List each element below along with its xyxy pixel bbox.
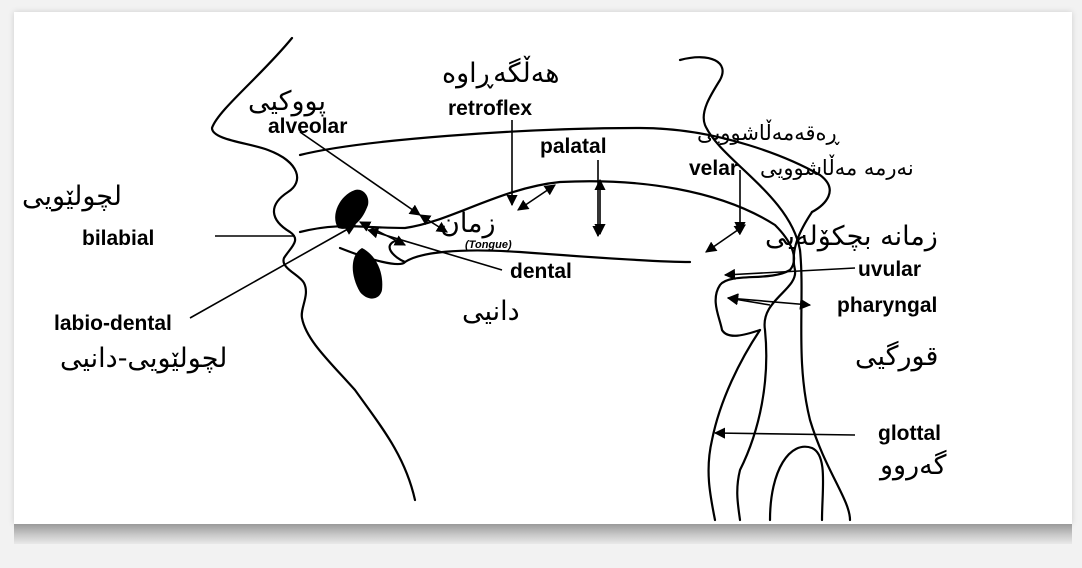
label-palatal: palatal	[540, 135, 607, 158]
ku-uvular: زمانە بچکۆلەیی	[765, 221, 938, 252]
label-retroflex: retroflex	[448, 97, 532, 120]
ku-dental: دانیی	[462, 296, 520, 327]
label-labio-dental: labio-dental	[54, 312, 172, 335]
ku-labio-dental: لچولێویی-دانیی	[60, 343, 227, 374]
pharyngal-range-arrow	[728, 298, 810, 305]
label-glottal: glottal	[878, 422, 941, 445]
ku-retroflex: هەڵگەڕاوە	[442, 56, 560, 89]
ku-velar: نەرمە مەڵاشوویی	[760, 154, 914, 180]
glottal-arrow	[715, 433, 855, 435]
ku-bilabial: لچولێویی	[22, 181, 122, 212]
label-velar: velar	[689, 157, 738, 180]
label-tongue: (Tongue)	[465, 239, 512, 251]
label-alveolar: alveolar	[268, 115, 347, 138]
larynx	[709, 330, 760, 520]
label-dental: dental	[510, 260, 572, 283]
ku-glottal: گەروو	[878, 449, 947, 481]
labio-dental-arrow	[190, 225, 355, 318]
dental-range-arrow	[360, 222, 405, 245]
ku-alveolar: پووکیی	[248, 86, 326, 117]
ku-tongue: زمان	[440, 208, 496, 239]
label-bilabial: bilabial	[82, 227, 154, 250]
glottis-curve	[770, 447, 823, 520]
ku-pharyngal: قورگیی	[855, 340, 938, 372]
label-uvular: uvular	[858, 258, 921, 281]
lower-lip	[353, 248, 383, 299]
velar-range-arrow	[706, 225, 745, 252]
label-pharyngal: pharyngal	[837, 294, 937, 317]
ku-palatal: ڕەقەمەڵاشوویی	[697, 119, 841, 145]
